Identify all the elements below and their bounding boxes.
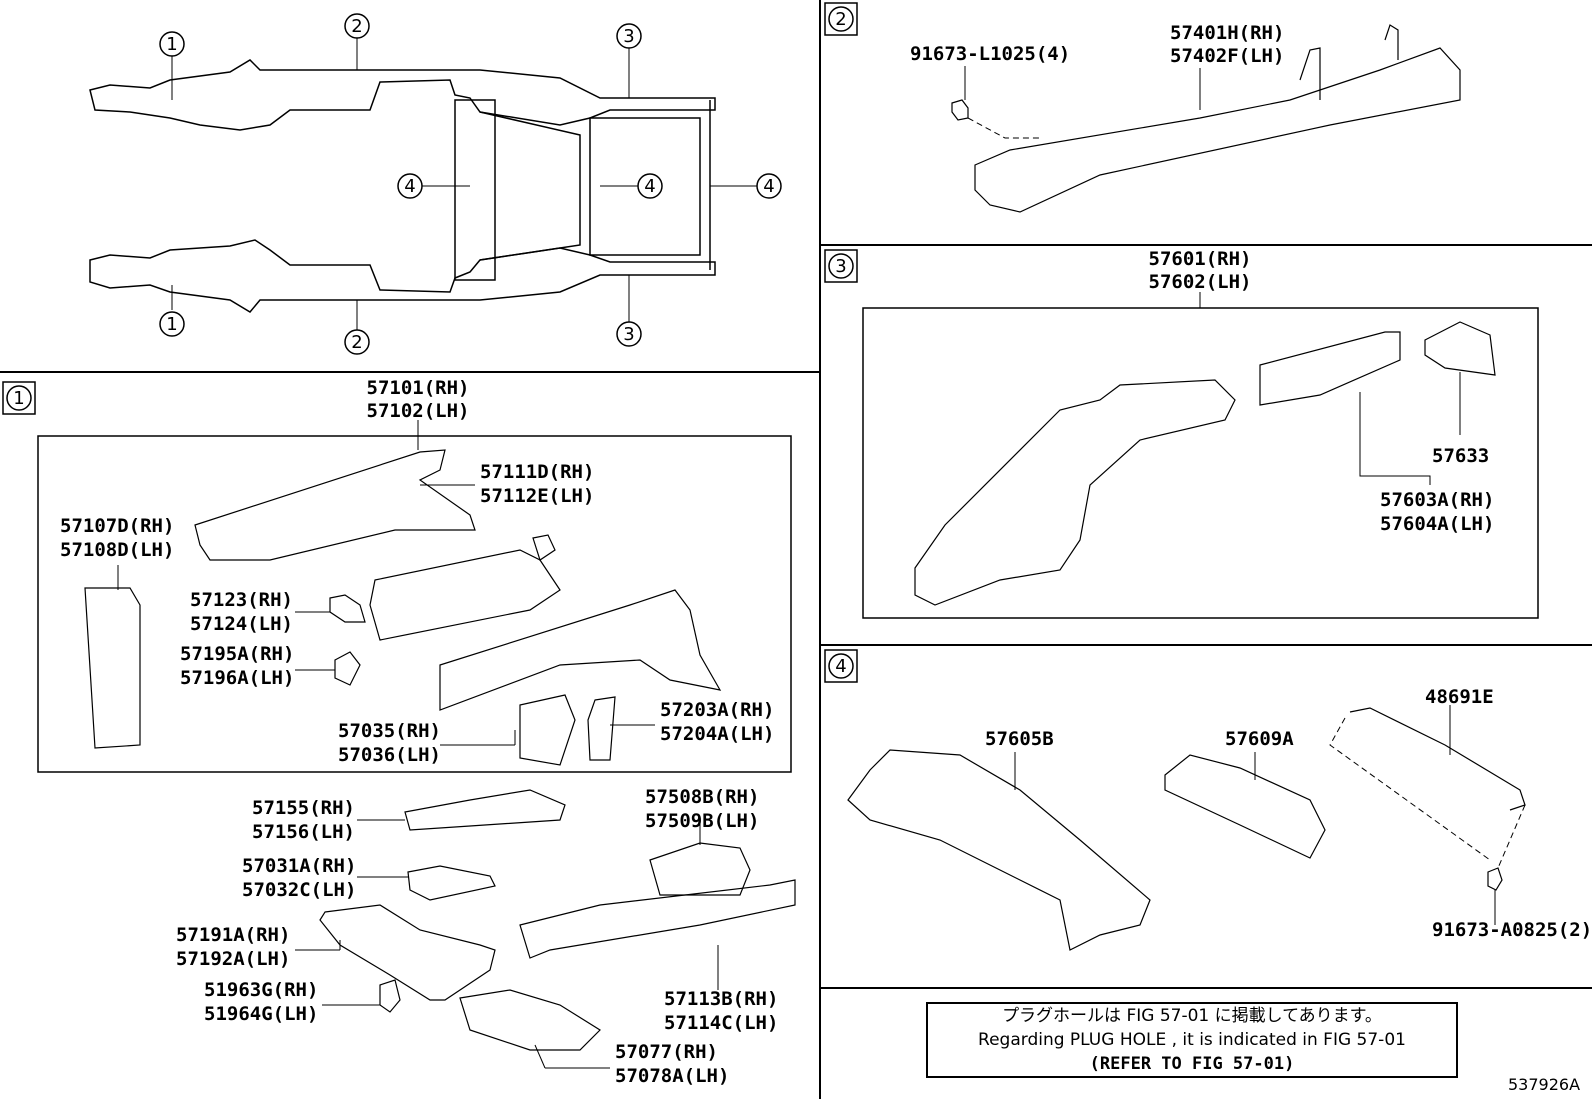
label-57156: 57156(LH)	[252, 821, 355, 843]
label-57192: 57192A(LH)	[176, 948, 290, 970]
section-3-labels: 57601(RH) 57602(LH) 57633 57603A(RH) 576…	[1149, 248, 1495, 535]
label-57112: 57112E(LH)	[480, 485, 594, 507]
label-57102: 57102(LH)	[367, 400, 470, 422]
marker-3-top: 3	[623, 26, 634, 47]
label-57609: 57609A	[1225, 728, 1294, 750]
label-57509: 57509B(LH)	[645, 810, 759, 832]
label-57032: 57032C(LH)	[242, 879, 356, 901]
label-57508: 57508B(RH)	[645, 786, 759, 808]
marker-1-bottom: 1	[166, 314, 177, 335]
marker-4-middle: 4	[644, 176, 655, 197]
section-1-drawings	[37, 435, 796, 1051]
label-57101: 57101(RH)	[367, 377, 470, 399]
plug-hole-note: プラグホールは FIG 57-01 に掲載してあります。 Regarding P…	[926, 1002, 1458, 1078]
section-markers: 1 2 3 4	[2, 2, 858, 683]
label-57035: 57035(RH)	[338, 720, 441, 742]
label-57113: 57113B(RH)	[664, 988, 778, 1010]
frame-overview	[89, 59, 716, 313]
label-57124: 57124(LH)	[190, 613, 293, 635]
note-english: Regarding PLUG HOLE , it is indicated in…	[978, 1030, 1406, 1050]
label-57108: 57108D(LH)	[60, 539, 174, 561]
label-57203: 57203A(RH)	[660, 699, 774, 721]
overview-markers: 1 1 2 2 3 3 4 4 4	[159, 13, 782, 355]
section-1-marker: 1	[13, 388, 24, 409]
section-4-labels: 48691E 57605B 57609A 91673-A0825(2)	[985, 686, 1592, 941]
note-refer: (REFER TO FIG 57-01)	[1089, 1054, 1295, 1074]
label-57123: 57123(RH)	[190, 589, 293, 611]
label-57633: 57633	[1432, 445, 1489, 467]
label-57111: 57111D(RH)	[480, 461, 594, 483]
label-91673-A0825: 91673-A0825(2)	[1432, 919, 1592, 941]
section-1-labels: 57101(RH) 57102(LH) 57111D(RH) 57112E(LH…	[60, 377, 778, 1087]
label-51963: 51963G(RH)	[204, 979, 318, 1001]
marker-2-top: 2	[351, 16, 362, 37]
label-57402: 57402F(LH)	[1170, 45, 1284, 67]
label-57601: 57601(RH)	[1149, 248, 1252, 270]
label-57036: 57036(LH)	[338, 744, 441, 766]
label-51964: 51964G(LH)	[204, 1003, 318, 1025]
marker-4-right: 4	[763, 176, 774, 197]
label-48691: 48691E	[1425, 686, 1494, 708]
label-57114: 57114C(LH)	[664, 1012, 778, 1034]
section-3-leaders	[1199, 292, 1461, 485]
label-57107: 57107D(RH)	[60, 515, 174, 537]
label-57603: 57603A(RH)	[1380, 489, 1494, 511]
overview-leaders	[171, 38, 757, 330]
label-57191: 57191A(RH)	[176, 924, 290, 946]
label-57078: 57078A(LH)	[615, 1065, 729, 1087]
label-57077: 57077(RH)	[615, 1041, 718, 1063]
marker-2-bottom: 2	[351, 332, 362, 353]
label-57605: 57605B	[985, 728, 1054, 750]
section-4-drawings	[847, 707, 1526, 951]
figure-id: 537926A	[1508, 1075, 1581, 1094]
label-57401: 57401H(RH)	[1170, 22, 1284, 44]
section-2-labels: 91673-L1025(4) 57401H(RH) 57402F(LH)	[910, 22, 1284, 67]
marker-3-bottom: 3	[623, 324, 634, 345]
label-57602: 57602(LH)	[1149, 271, 1252, 293]
section-1-leaders	[117, 420, 719, 1069]
label-57195: 57195A(RH)	[180, 643, 294, 665]
label-91673-L1025: 91673-L1025(4)	[910, 43, 1070, 65]
note-japanese: プラグホールは FIG 57-01 に掲載してあります。	[1002, 1006, 1382, 1026]
section-4-marker: 4	[835, 656, 846, 677]
marker-1-top: 1	[166, 34, 177, 55]
section-2-marker: 2	[835, 9, 846, 30]
section-4-leaders	[1014, 705, 1526, 925]
section-3-marker: 3	[835, 256, 846, 277]
label-57155: 57155(RH)	[252, 797, 355, 819]
label-57604: 57604A(LH)	[1380, 513, 1494, 535]
label-57196: 57196A(LH)	[180, 667, 294, 689]
section-2-leaders	[964, 66, 1201, 139]
label-57031: 57031A(RH)	[242, 855, 356, 877]
label-57204: 57204A(LH)	[660, 723, 774, 745]
marker-4-left: 4	[404, 176, 415, 197]
